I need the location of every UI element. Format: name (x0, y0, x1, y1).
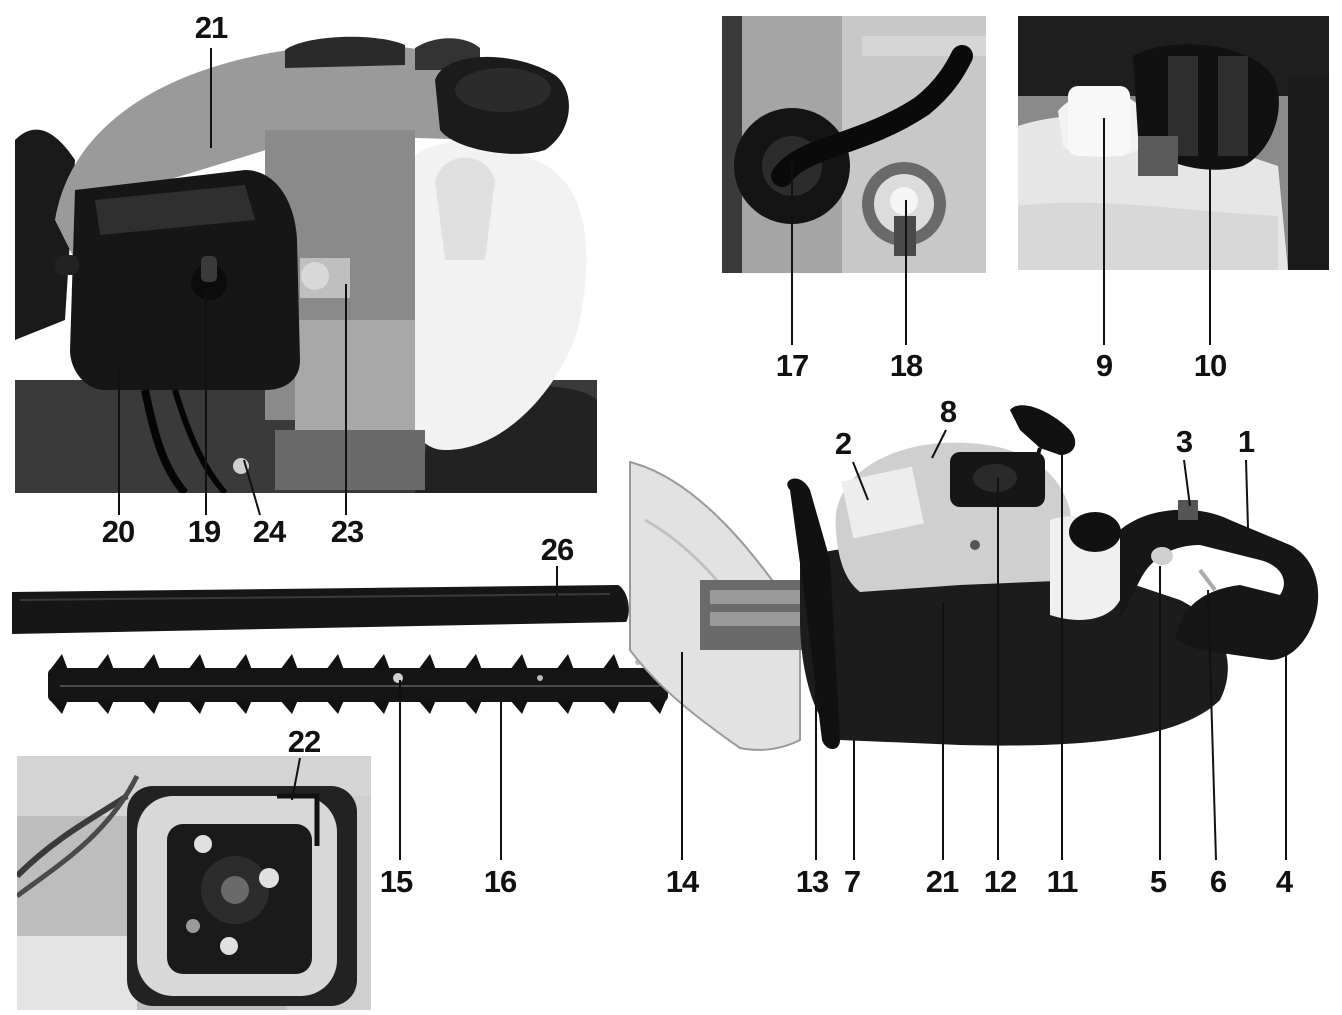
callout-number: 6 (1209, 864, 1227, 899)
starter-grip (1010, 405, 1076, 455)
callout-number: 23 (330, 514, 364, 549)
callout-number: 14 (665, 864, 699, 899)
callout-number: 13 (795, 864, 829, 899)
engine-detail-photo (15, 20, 597, 493)
callout-number: 10 (1193, 348, 1227, 383)
callout-number: 11 (1046, 864, 1079, 899)
callout-number: 18 (889, 348, 923, 383)
callout-number: 15 (379, 864, 413, 899)
callout-number: 9 (1095, 348, 1113, 383)
cutting-blade (48, 654, 758, 714)
callout-number: 20 (101, 514, 135, 549)
callout-number: 5 (1149, 864, 1167, 899)
callout-number: 4 (1275, 864, 1293, 899)
callout-number: 21 (194, 10, 228, 45)
front-handle (787, 478, 840, 749)
rear-handle (1120, 509, 1319, 660)
callout-number: 7 (843, 864, 861, 899)
callout-number: 21 (925, 864, 959, 899)
spark-plug-detail-photo (722, 16, 986, 273)
callout-number: 2 (834, 426, 852, 461)
callout-number: 3 (1175, 424, 1193, 459)
callout-number: 1 (1237, 424, 1255, 459)
air-filter-detail-photo (17, 756, 371, 1010)
blade-cover (12, 585, 629, 634)
callout-number: 22 (287, 724, 321, 759)
callout-number: 17 (775, 348, 809, 383)
callout-number: 12 (983, 864, 1017, 899)
callout-number: 8 (939, 394, 957, 429)
callout-number: 26 (540, 532, 574, 567)
tank-caps-detail-photo (1018, 16, 1329, 270)
callout-number: 16 (483, 864, 517, 899)
callout-number: 24 (252, 514, 286, 549)
callout-number: 19 (187, 514, 221, 549)
leader-lines (118, 48, 1287, 861)
